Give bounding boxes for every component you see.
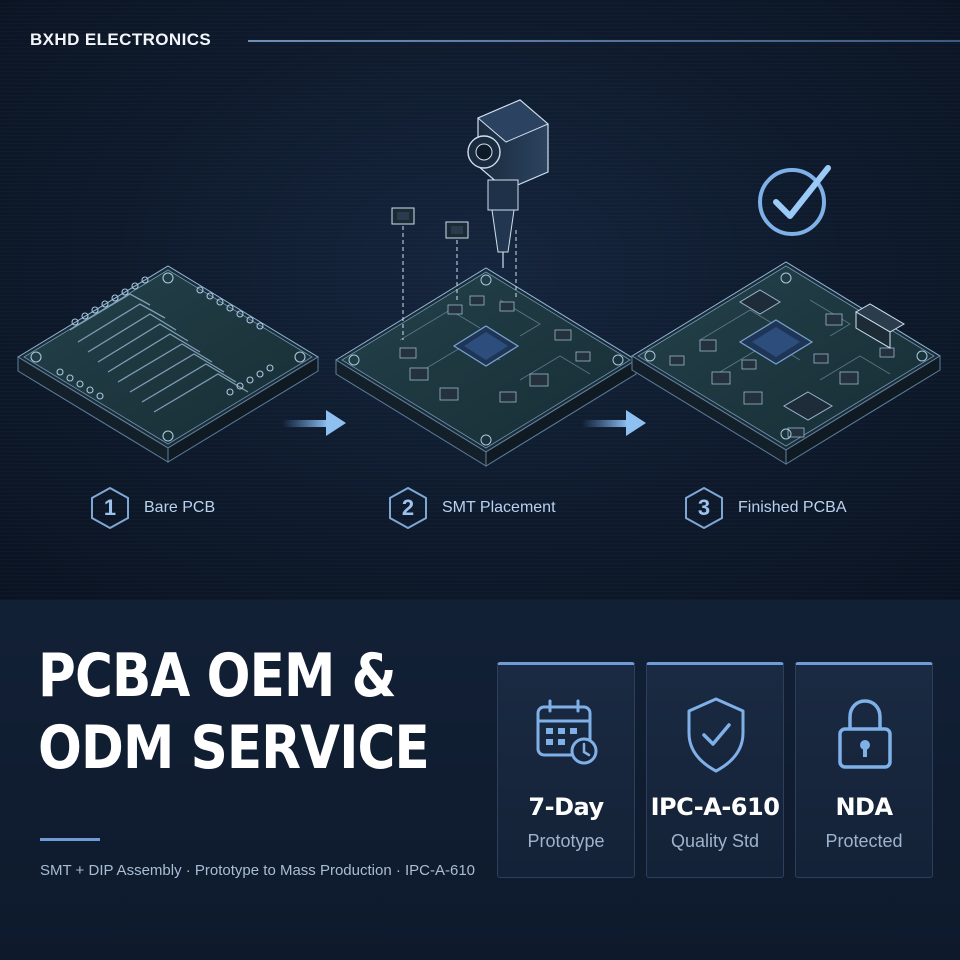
padlock-icon [838, 699, 892, 769]
title-underline [40, 838, 100, 841]
step-1: 1 Bare PCB [90, 486, 215, 530]
arrow-right-icon [282, 410, 346, 436]
step-number: 1 [103, 495, 117, 520]
hexagon-icon [685, 486, 723, 530]
feature-card-nda: NDA Protected [795, 662, 933, 878]
step-number-badge: 2 [388, 486, 428, 530]
pin-header [855, 303, 905, 349]
smd-chip [445, 221, 469, 300]
step-3: 3 Finished PCBA [684, 486, 847, 530]
smt-placement-board [335, 99, 637, 467]
feature-card-quality: IPC-A-610 Quality Std [646, 662, 784, 878]
smt-nozzle [467, 99, 549, 300]
assembled-pcb [631, 261, 941, 465]
feature-value: NDA [835, 793, 893, 821]
step-number-badge: 1 [90, 486, 130, 530]
step-label: Finished PCBA [738, 499, 847, 516]
hexagon-icon [91, 486, 129, 530]
check-circle-icon [758, 165, 831, 236]
bare-pcb-board [17, 265, 319, 463]
feature-label: Prototype [527, 831, 605, 851]
brand-name: BXHD ELECTRONICS [30, 30, 212, 49]
step-number-badge: 3 [684, 486, 724, 530]
step-number: 3 [697, 495, 711, 520]
tagline: SMT + DIP Assembly · Prototype to Mass P… [40, 862, 476, 879]
feature-value: 7-Day [528, 793, 604, 821]
smd-chip [391, 207, 415, 340]
feature-card-prototype: 7-Day Prototype [497, 662, 635, 878]
title-line-2: ODM SERVICE [38, 713, 430, 783]
feature-label: Protected [825, 831, 903, 851]
step-label: SMT Placement [442, 499, 556, 516]
shield-check-icon [687, 697, 745, 773]
feature-value: IPC-A-610 [650, 793, 780, 821]
step-number: 2 [401, 495, 415, 520]
arrow-right-icon [582, 410, 646, 436]
brand-divider [248, 40, 960, 42]
hexagon-icon [389, 486, 427, 530]
feature-label: Quality Std [670, 831, 760, 851]
calendar-clock-icon [536, 699, 598, 765]
page-title: PCBA OEM & ODM SERVICE [38, 640, 430, 784]
title-line-1: PCBA OEM & [38, 641, 397, 711]
step-2: 2 SMT Placement [388, 486, 556, 530]
process-scene [17, 99, 941, 467]
hero-illustration: BXHD ELECTRONICS [0, 0, 960, 600]
step-label: Bare PCB [144, 499, 216, 516]
